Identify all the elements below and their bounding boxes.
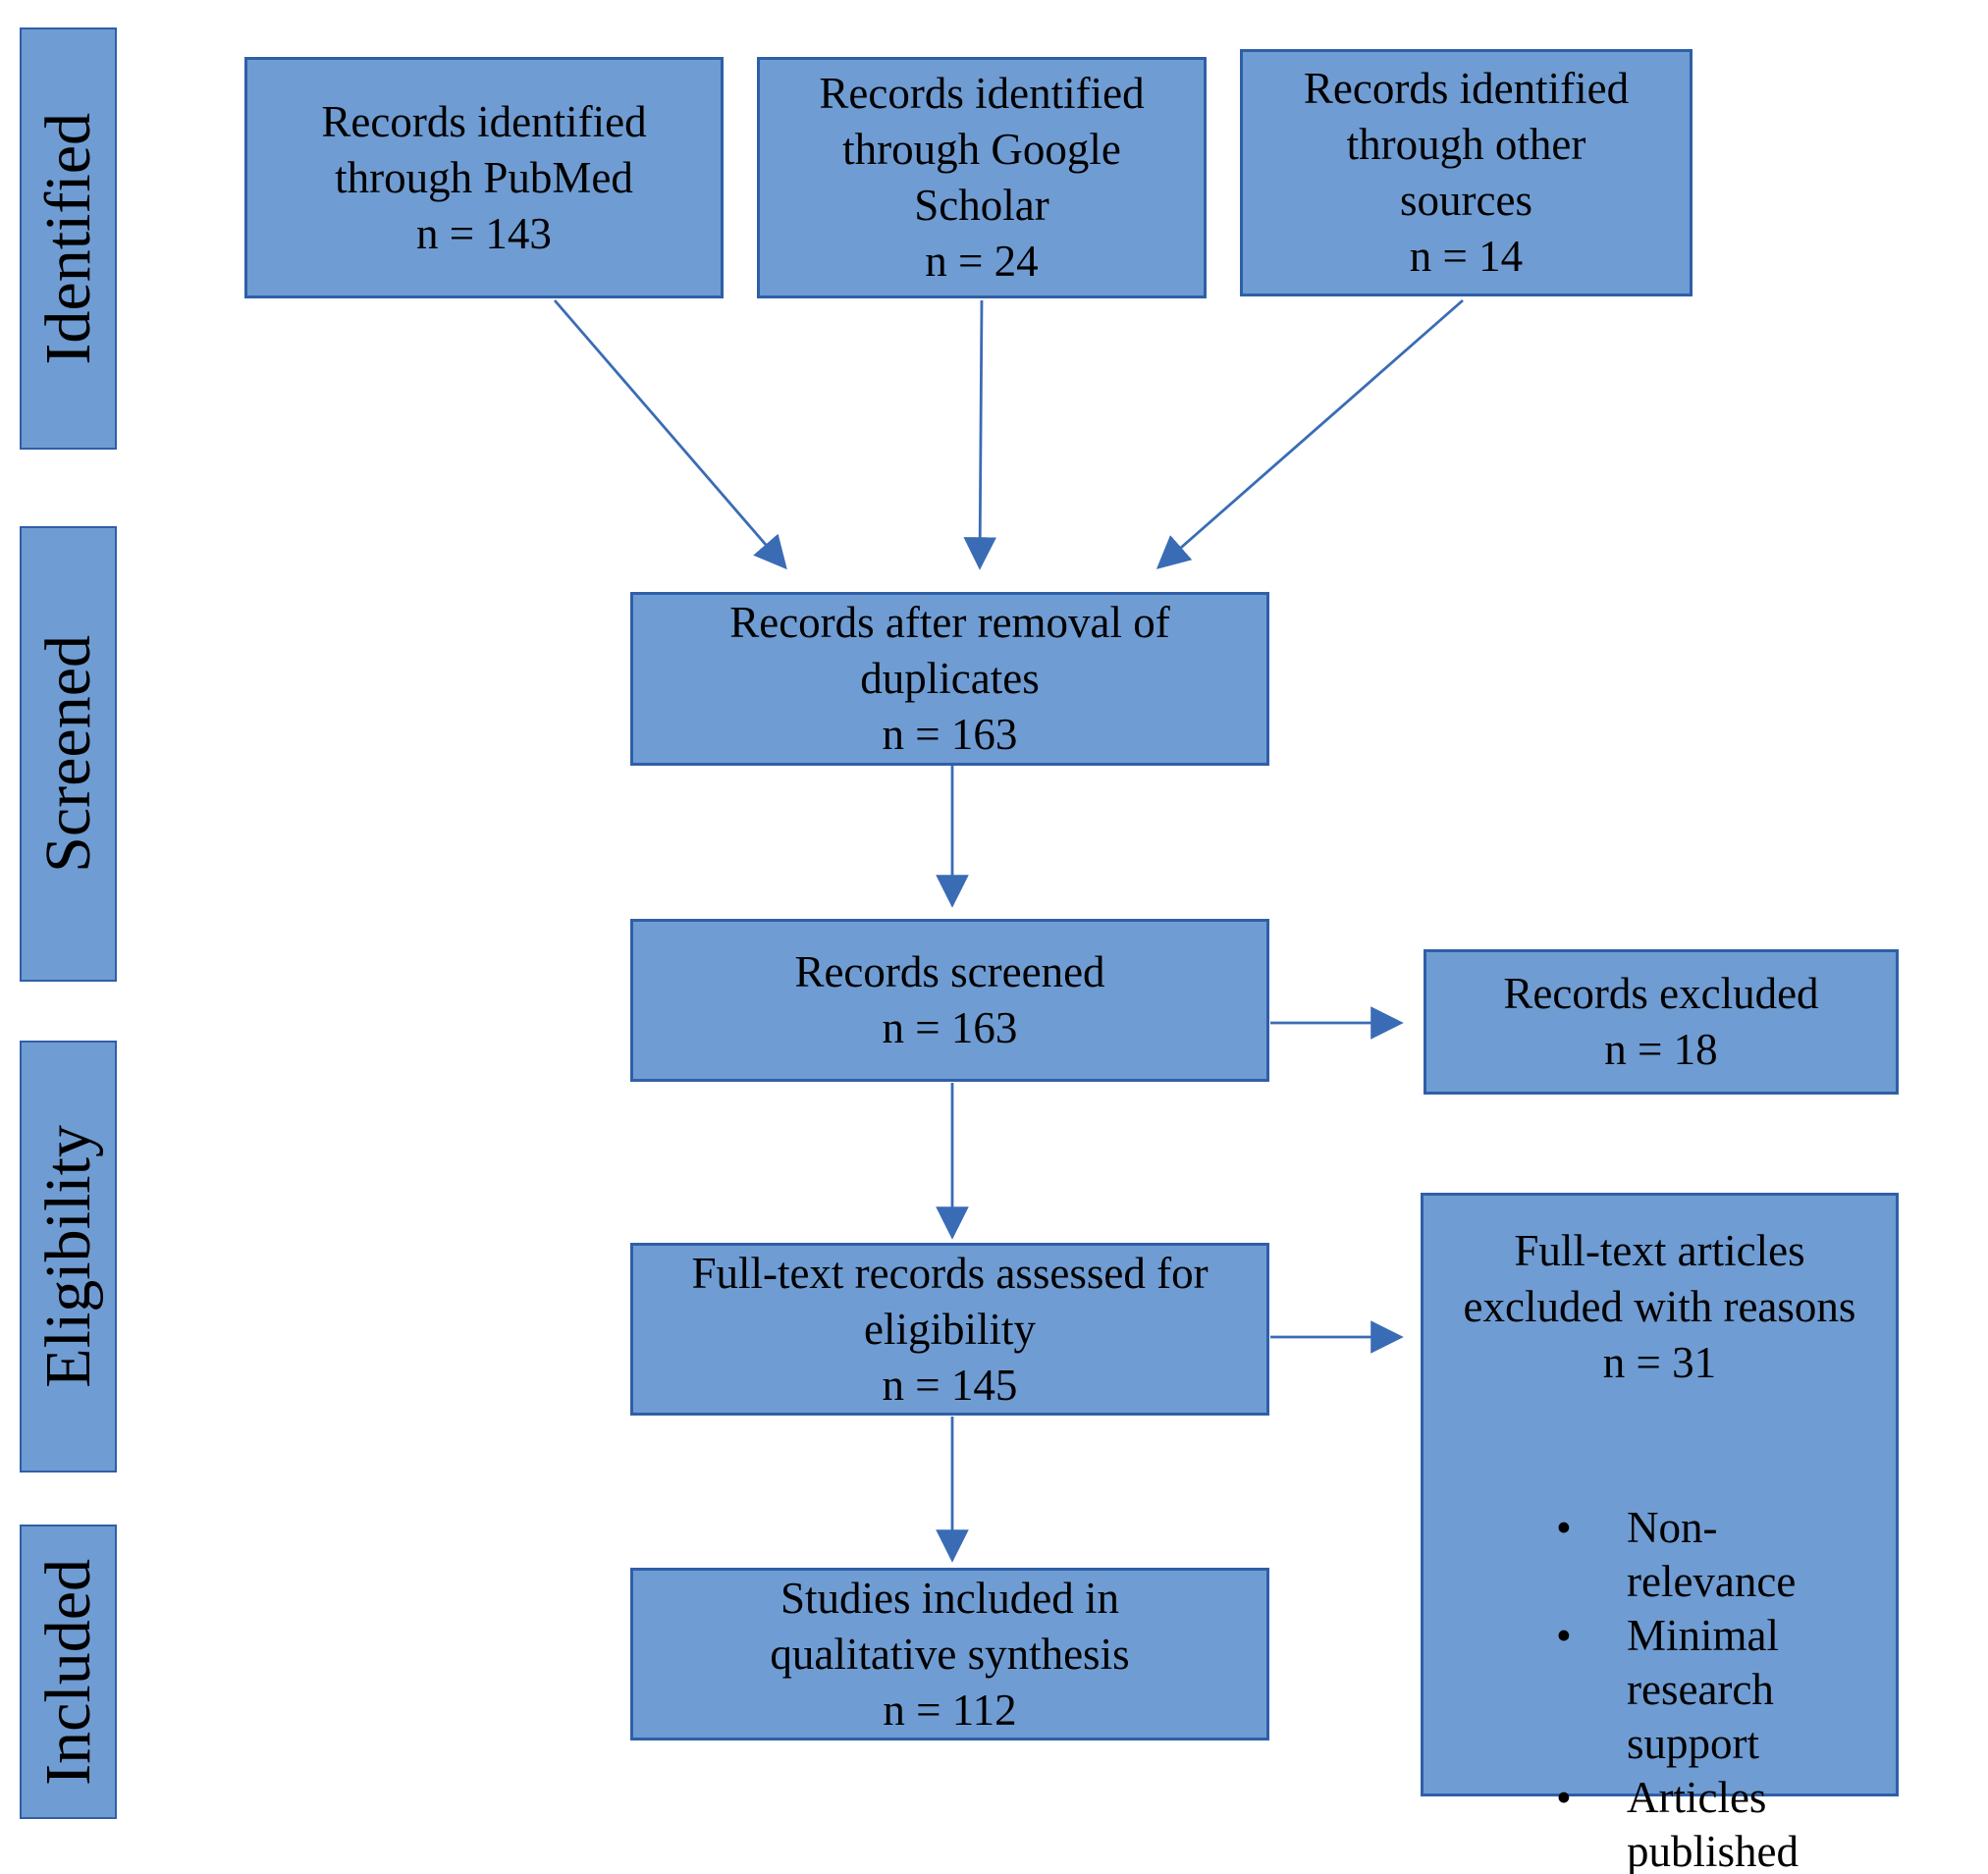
box-fulltext-assessed: Full-text records assessed for eligibili… [630, 1243, 1269, 1416]
stage-label-screened-text: Screened [31, 635, 104, 873]
box-records-pubmed-text: Records identified through PubMed [321, 96, 647, 202]
stage-label-identified-text: Identified [31, 112, 104, 365]
arrow-gscholar-to-duplicates [963, 299, 997, 570]
stage-label-included: Included [20, 1525, 117, 1819]
stage-label-screened: Screened [20, 526, 117, 982]
stage-label-identified: Identified [20, 27, 117, 450]
box-studies-included-text: Studies included in qualitative synthesi… [770, 1573, 1130, 1679]
exclusion-reason-item: Non-relevance [1556, 1501, 1876, 1609]
box-records-screened-count: n = 163 [882, 1003, 1018, 1052]
box-records-excluded: Records excluded n = 18 [1424, 949, 1899, 1095]
box-fulltext-excluded-reasons-text: Full-text articles excluded with reasons [1463, 1226, 1856, 1331]
box-records-excluded-text: Records excluded [1503, 969, 1819, 1018]
stage-label-included-text: Included [31, 1558, 104, 1786]
box-after-duplicates-removed-count: n = 163 [882, 710, 1018, 759]
arrow-other-to-duplicates [1155, 298, 1464, 569]
stage-label-eligibility: Eligibility [20, 1041, 117, 1472]
box-records-other-sources-count: n = 14 [1409, 232, 1524, 281]
box-records-pubmed: Records identified through PubMed n = 14… [244, 57, 724, 298]
exclusion-reasons-list: Non-relevance Minimal research support A… [1443, 1501, 1876, 1874]
box-after-duplicates-removed-text: Records after removal of duplicates [729, 598, 1170, 703]
box-fulltext-excluded-reasons-count: n = 31 [1602, 1338, 1717, 1387]
box-fulltext-excluded-reasons: Full-text articles excluded with reasons… [1421, 1193, 1899, 1874]
box-records-google-scholar-count: n = 24 [925, 237, 1039, 286]
box-records-other-sources: Records identified through other sources… [1240, 49, 1692, 296]
box-studies-included: Studies included in qualitative synthesi… [630, 1568, 1269, 1740]
box-studies-included-count: n = 112 [883, 1685, 1017, 1735]
arrow-pubmed-to-duplicates [553, 299, 787, 570]
box-records-excluded-count: n = 18 [1604, 1025, 1718, 1074]
box-records-other-sources-text: Records identified through other sources [1303, 64, 1630, 225]
box-after-duplicates-removed: Records after removal of duplicates n = … [630, 592, 1269, 766]
exclusion-reason-item: Articles published before the year 1982 [1556, 1771, 1876, 1874]
box-fulltext-assessed-text: Full-text records assessed for eligibili… [691, 1248, 1209, 1354]
box-records-google-scholar: Records identified through Google Schola… [757, 57, 1207, 298]
box-records-google-scholar-text: Records identified through Google Schola… [819, 69, 1145, 230]
box-records-screened: Records screened n = 163 [630, 919, 1269, 1082]
box-fulltext-assessed-count: n = 145 [882, 1360, 1018, 1410]
exclusion-reason-item: Minimal research support [1556, 1609, 1876, 1771]
stage-label-eligibility-text: Eligibility [31, 1125, 104, 1388]
box-records-screened-text: Records screened [794, 947, 1105, 996]
box-records-pubmed-count: n = 143 [416, 208, 552, 258]
